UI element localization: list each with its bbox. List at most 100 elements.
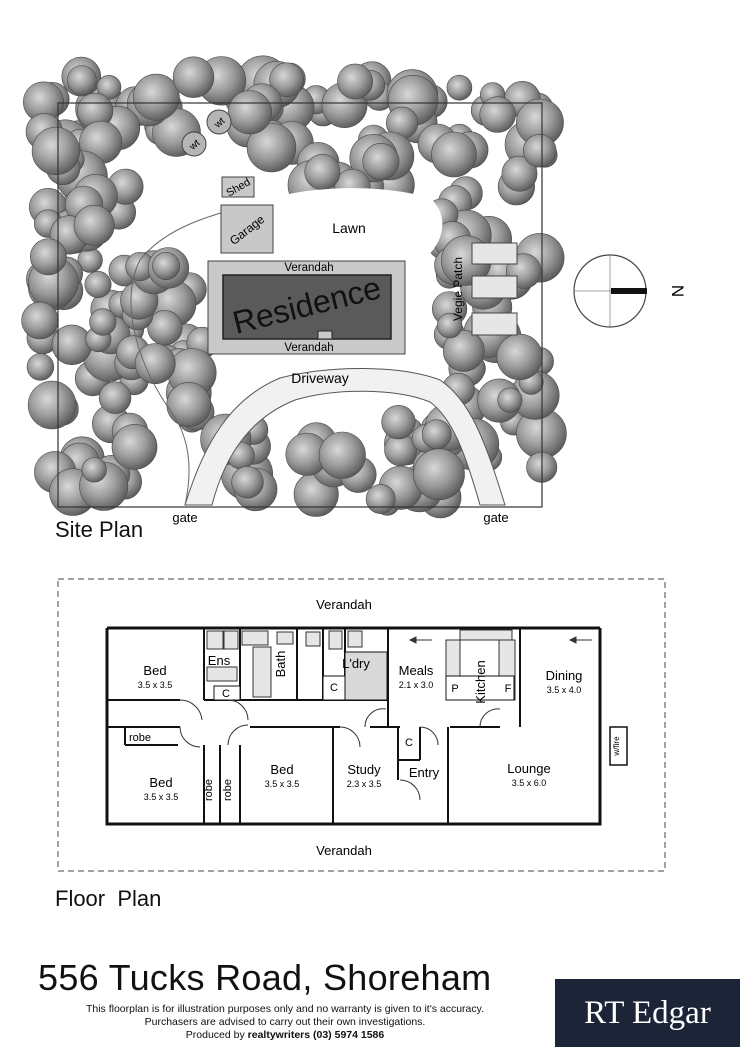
tree	[26, 353, 55, 381]
water-tank-1	[181, 131, 207, 157]
tree	[31, 126, 81, 176]
lounge-name: Lounge	[507, 761, 550, 776]
kitchen-label: Kitchen	[473, 660, 488, 703]
north-label: N	[668, 285, 687, 297]
property-address: 556 Tucks Road, Shoreham	[38, 957, 492, 998]
dining-name: Dining	[546, 668, 583, 683]
closet-c3-label: C	[405, 737, 413, 749]
tree	[84, 270, 112, 298]
vegie-bed-2	[471, 275, 518, 299]
tree	[421, 419, 452, 450]
lawn-area	[250, 188, 443, 262]
study-size: 2.3 x 3.5	[347, 779, 382, 789]
garage	[220, 204, 274, 254]
verandah-bottom-label: Verandah	[284, 342, 333, 354]
gate-left-label: gate	[172, 510, 197, 525]
study-name: Study	[347, 762, 381, 777]
pantry-label: P	[451, 683, 458, 695]
tree	[365, 484, 396, 514]
direction-arrows	[408, 636, 592, 644]
laundry-label: L'dry	[342, 656, 370, 671]
tree	[27, 380, 77, 430]
dining-size: 3.5 x 4.0	[547, 685, 582, 695]
disclaimer-line-2: Purchasers are advised to carry out thei…	[144, 1016, 426, 1028]
tree	[147, 310, 183, 346]
wood-fire	[609, 726, 628, 766]
tree	[431, 131, 477, 178]
tree	[96, 75, 122, 100]
tree	[496, 333, 543, 381]
verandah-outline	[57, 578, 666, 872]
tree	[269, 62, 304, 98]
tree	[98, 381, 132, 414]
bed1-size: 3.5 x 3.5	[138, 680, 173, 690]
bath-label: Bath	[273, 651, 288, 678]
tree	[73, 204, 115, 246]
meals-name: Meals	[399, 663, 434, 678]
residence-entry	[317, 330, 333, 340]
tree	[479, 96, 516, 133]
tree	[21, 301, 59, 340]
tree	[497, 387, 523, 413]
gate-right-label: gate	[483, 510, 508, 525]
site-plan: Shed Garage wt wt Residence Verandah Ver…	[21, 55, 687, 525]
wood-fire-label: w/fire	[612, 736, 621, 757]
tree	[442, 329, 485, 372]
producer-contact: realtywriters (03) 5974 1586	[247, 1029, 385, 1041]
tree	[362, 143, 400, 181]
tree	[134, 343, 176, 385]
verandah-top-label: Verandah	[316, 597, 372, 612]
path-left	[130, 204, 251, 506]
closet-c1-label: C	[222, 688, 230, 700]
tree	[172, 56, 215, 98]
wet-room-fill	[344, 651, 388, 701]
tree	[304, 154, 341, 191]
floor-plan-caption: Floor Plan	[55, 886, 162, 911]
north-compass	[573, 254, 647, 328]
residence	[222, 274, 392, 340]
tree	[318, 431, 366, 479]
tree	[132, 73, 180, 121]
tree	[111, 424, 158, 470]
disclaimer-line-1: This floorplan is for illustration purpo…	[85, 1003, 485, 1015]
tree	[337, 63, 374, 100]
disclaimer: This floorplan is for illustration purpo…	[20, 1003, 550, 1042]
robe-v2-label: robe	[222, 779, 234, 801]
bed3-name: Bed	[270, 762, 293, 777]
ensuite-label: Ens	[208, 653, 231, 668]
bed2-name: Bed	[149, 775, 172, 790]
property-boundary	[57, 102, 543, 508]
closet-1	[213, 685, 241, 701]
tree	[522, 134, 557, 168]
lawn-label: Lawn	[332, 220, 365, 236]
fridge-label: F	[505, 683, 512, 695]
tree	[231, 466, 264, 499]
tree	[246, 122, 297, 173]
robe-v1-label: robe	[203, 779, 215, 801]
verandah-top-label: Verandah	[284, 262, 333, 274]
bed1-name: Bed	[143, 663, 166, 678]
tree	[501, 155, 538, 192]
tree	[437, 312, 463, 339]
tree	[413, 448, 465, 501]
verandah-bottom-label: Verandah	[316, 843, 372, 858]
closet-c2-label: C	[330, 682, 338, 694]
tree	[30, 238, 67, 276]
agency-logo: RT Edgar	[555, 979, 740, 1047]
shed	[221, 176, 255, 198]
produced-by: Produced by	[185, 1029, 248, 1041]
lounge-size: 3.5 x 6.0	[512, 778, 547, 788]
robe-top-label: robe	[129, 732, 151, 744]
kitchen-bench	[445, 675, 515, 701]
tree	[152, 252, 181, 281]
disclaimer-line-3: Produced by realtywriters (03) 5974 1586	[20, 1029, 550, 1042]
meals-size: 2.1 x 3.0	[399, 680, 434, 690]
tree	[89, 308, 117, 336]
entry-label: Entry	[409, 765, 440, 780]
door-swings	[179, 699, 501, 801]
driveway	[184, 368, 506, 506]
floor-plan: Verandah Verandah	[57, 578, 666, 872]
tree	[166, 382, 212, 427]
tree	[67, 65, 97, 96]
exterior-walls	[105, 626, 602, 826]
